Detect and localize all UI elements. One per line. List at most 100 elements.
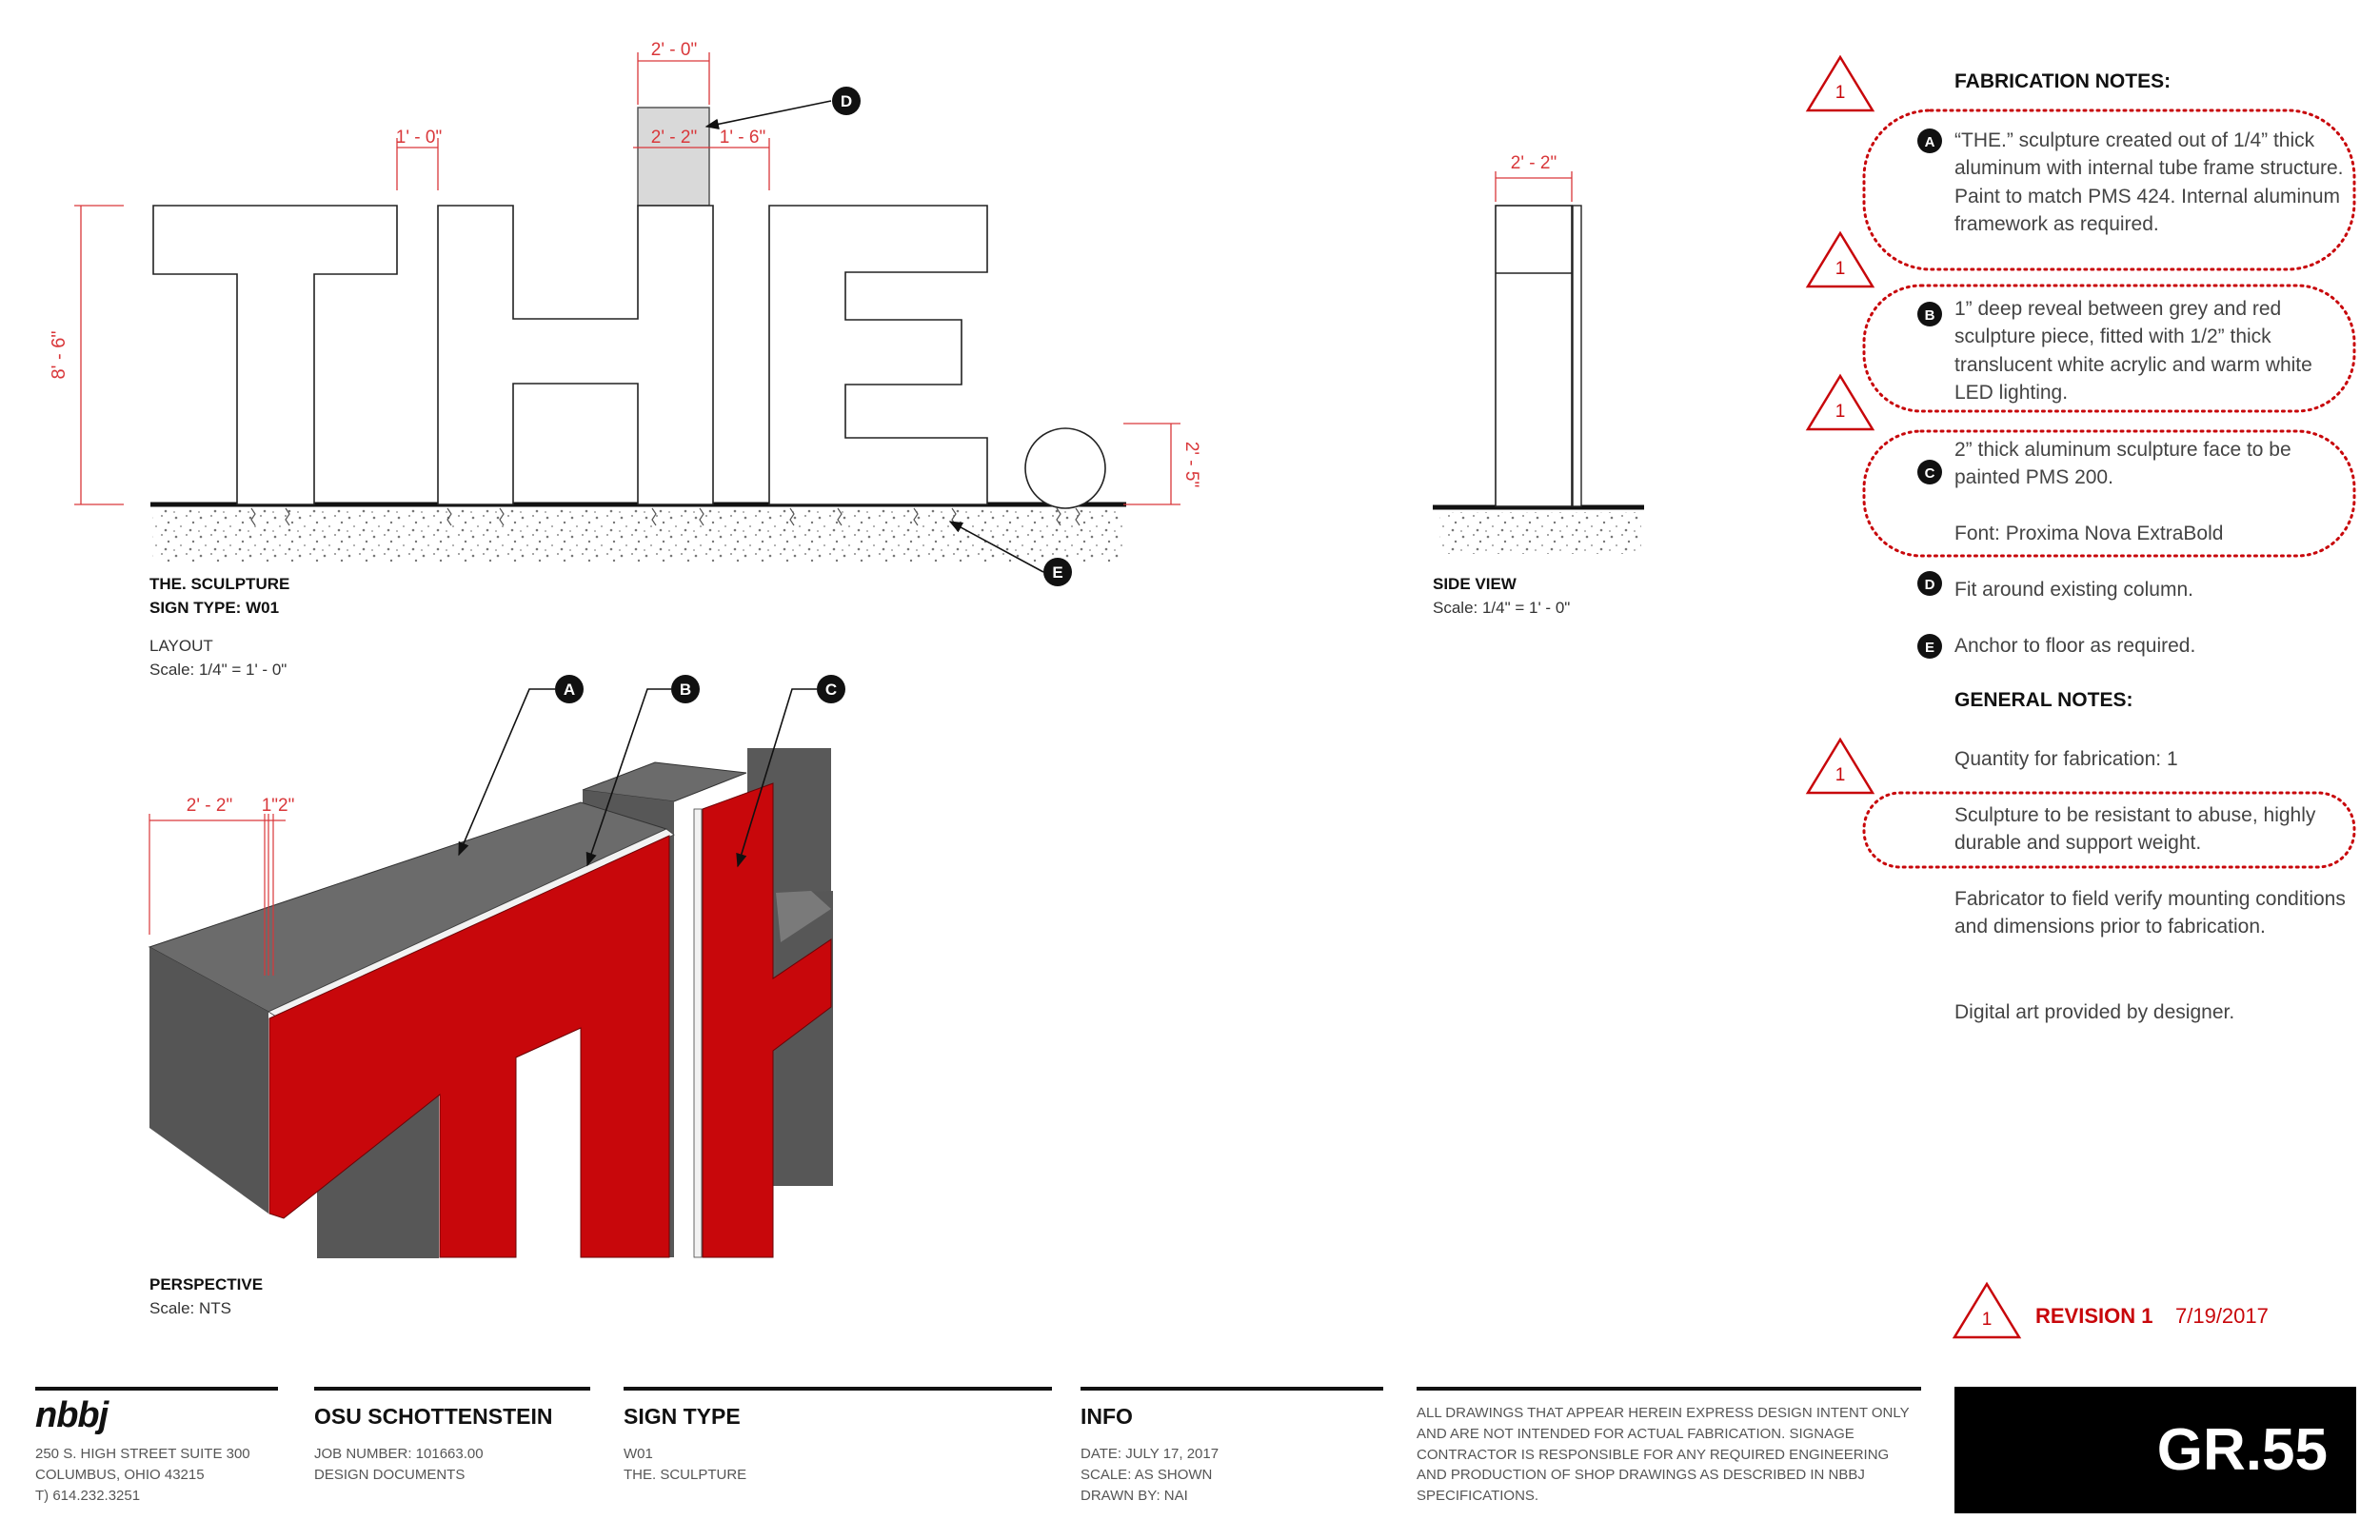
sign-type-info: W01 THE. SCULPTURE: [624, 1444, 746, 1486]
tb-rule-logo: [35, 1387, 278, 1391]
dim-persp-reveal-label: 1"2": [262, 796, 295, 816]
callout-a-letter: A: [564, 681, 575, 699]
bullet-e: E: [1925, 640, 1934, 656]
layout-view: 8' - 6" 1' - 0" 2' - 0" 2' - 2" 1' - 6" …: [49, 40, 1201, 586]
address-line-2: COLUMBUS, OHIO 43215: [35, 1466, 205, 1483]
rev-triangle-1: [1805, 54, 1875, 112]
dim-height-label: 8' - 6": [49, 331, 69, 380]
cloud-note-b: [1862, 284, 2356, 413]
sign-type-name: THE. SCULPTURE: [624, 1466, 747, 1483]
layout-ground-hatch: [152, 508, 1123, 563]
layout-sign-type: SIGN TYPE: W01: [149, 598, 280, 617]
note-font: Font: Proxima Nova ExtraBold: [1954, 523, 2224, 544]
info-block: DATE: JULY 17, 2017 SCALE: AS SHOWN DRAW…: [1081, 1444, 1219, 1506]
callout-c: [817, 675, 845, 703]
tb-rule-info: [1081, 1387, 1383, 1391]
callout-e-letter: E: [1052, 563, 1062, 582]
note-b: 1” deep reveal between grey and red scul…: [1954, 298, 2312, 405]
dim-column-width: [633, 138, 770, 190]
side-title: SIDE VIEW: [1433, 575, 1517, 593]
sheet-number: GR.55: [2156, 1417, 2328, 1483]
rev-triangle-5: [1952, 1281, 2022, 1339]
dim-column-top-label: 2' - 0": [651, 40, 697, 60]
dim-persp: [149, 814, 286, 976]
note-a: “THE.” sculpture created out of 1/4” thi…: [1954, 129, 2344, 236]
side-profile-face: [1572, 205, 1582, 507]
perspective-scale: Scale: NTS: [149, 1298, 231, 1317]
layout-title: THE. SCULPTURE: [149, 575, 290, 593]
revision-triangle-numbers: 1 1 1 1 1: [1835, 83, 1993, 1330]
tb-rule-disclaimer: [1417, 1387, 1921, 1391]
job-number: JOB NUMBER: 101663.00: [314, 1446, 484, 1462]
revision-triangles: [1805, 54, 2022, 1339]
callout-a: [555, 675, 584, 703]
rev-triangle-4: [1805, 737, 1875, 795]
rev-triangle-2: [1805, 230, 1875, 288]
period-outline: [1024, 427, 1106, 509]
letter-e-outline: [768, 205, 988, 505]
letter-t-outline: [152, 205, 398, 505]
address-block: 250 S. HIGH STREET SUITE 300 COLUMBUS, O…: [35, 1444, 250, 1506]
sign-type-code: W01: [624, 1446, 653, 1462]
leader-d: [704, 100, 832, 130]
info-date: DATE: JULY 17, 2017: [1081, 1446, 1220, 1462]
leader-b: [585, 688, 671, 867]
project-info: JOB NUMBER: 101663.00 DESIGN DOCUMENTS: [314, 1444, 484, 1486]
persp-h-reveal: [693, 808, 703, 1258]
note-e: Anchor to floor as required.: [1954, 635, 2196, 657]
info-scale: SCALE: AS SHOWN: [1081, 1466, 1213, 1483]
callout-e: [1043, 558, 1072, 586]
dim-persp-width-label: 2' - 2": [187, 796, 232, 816]
dim-height: [74, 205, 124, 505]
layout-caption: THE. SCULPTURE SIGN TYPE: W01 LAYOUT Sca…: [149, 573, 289, 682]
side-caption: SIDE VIEW Scale: 1/4" = 1' - 0": [1433, 573, 1570, 620]
perspective-view: 2' - 2" 1"2" A B C: [148, 675, 845, 1258]
side-scale: Scale: 1/4" = 1' - 0": [1433, 598, 1571, 617]
dim-column-top: [637, 52, 710, 105]
dim-period-label: 2' - 5": [1181, 442, 1201, 487]
persp-reveal: [268, 828, 675, 1017]
leader-c: [736, 688, 817, 868]
dim-column-right-label: 1' - 6": [720, 128, 765, 148]
tb-rule-project: [314, 1387, 590, 1391]
disclaimer: ALL DRAWINGS THAT APPEAR HEREIN EXPRESS …: [1417, 1405, 1910, 1504]
bullet-a: A: [1925, 134, 1935, 150]
cloud-note-a: [1862, 109, 2356, 271]
bullet-c: C: [1925, 465, 1935, 482]
bullet-b: B: [1925, 307, 1935, 324]
leader-a: [458, 688, 555, 857]
bullet-d: D: [1925, 577, 1935, 593]
revision-label: REVISION 1: [2035, 1304, 2153, 1328]
note-c: 2” thick aluminum sculpture face to be p…: [1954, 439, 2291, 489]
sheet-number-box: [1954, 1387, 2356, 1513]
rev-num-3: 1: [1835, 402, 1846, 422]
cloud-note-c: [1862, 429, 2356, 558]
letter-h-outline: [437, 205, 714, 505]
rev-num-5: 1: [1982, 1310, 1993, 1330]
callout-c-letter: C: [825, 681, 837, 699]
callout-d-letter: D: [841, 92, 852, 110]
callout-b-letter: B: [680, 681, 691, 699]
callout-b: [671, 675, 700, 703]
general-note-2: Sculpture to be resistant to abuse, high…: [1954, 804, 2316, 855]
fabrication-notes-heading: FABRICATION NOTES:: [1954, 70, 2172, 92]
rev-num-2: 1: [1835, 259, 1846, 279]
address-line-3: T) 614.232.3251: [35, 1487, 141, 1504]
rev-triangle-3: [1805, 373, 1875, 431]
perspective-title: PERSPECTIVE: [149, 1275, 264, 1293]
layout-label: LAYOUT: [149, 637, 213, 656]
design-docs: DESIGN DOCUMENTS: [314, 1466, 466, 1483]
persp-t-side: [149, 947, 268, 1214]
layout-scale: Scale: 1/4" = 1' - 0": [149, 660, 288, 679]
note-d: Fit around existing column.: [1954, 579, 2193, 601]
address-line-1: 250 S. HIGH STREET SUITE 300: [35, 1446, 250, 1462]
nbbj-logo: nbbj: [35, 1395, 109, 1435]
dim-side-width: [1495, 171, 1573, 202]
tb-rule-sign-type: [624, 1387, 1052, 1391]
general-note-4: Digital art provided by designer.: [1954, 1001, 2235, 1023]
persp-red-face-h: [702, 782, 832, 1258]
revision-clouds: [1862, 109, 2356, 869]
project-name: OSU SCHOTTENSTEIN: [314, 1404, 553, 1429]
general-note-3: Fabricator to field verify mounting cond…: [1954, 888, 2346, 938]
